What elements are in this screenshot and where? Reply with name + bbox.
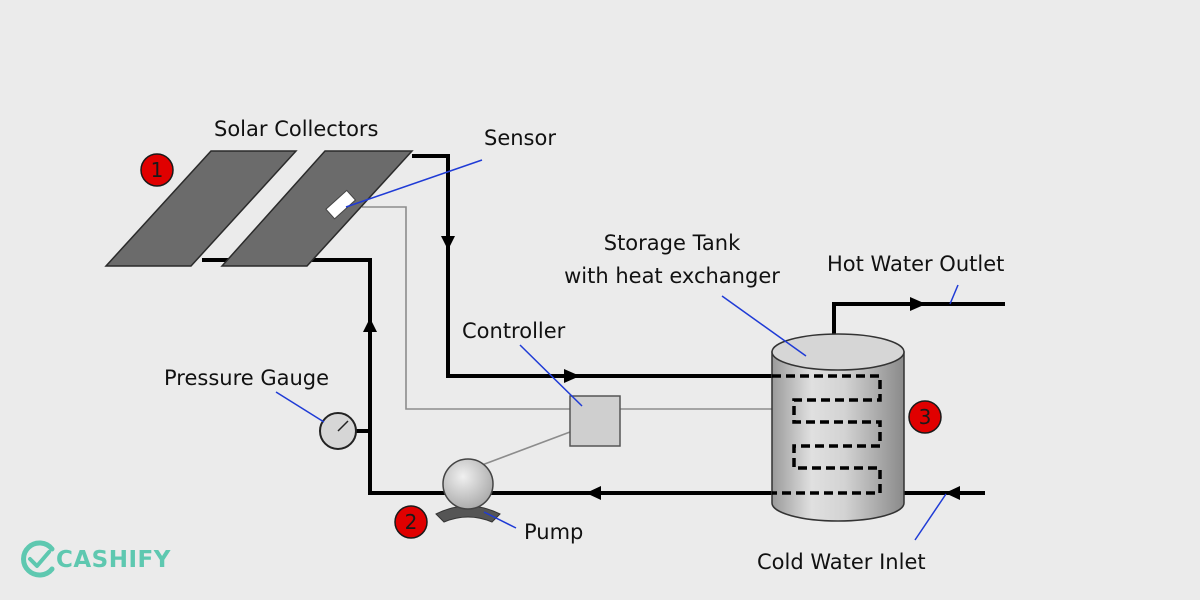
sensor-leader bbox=[345, 159, 483, 208]
pump-leader bbox=[483, 511, 517, 529]
storage-tank bbox=[771, 333, 905, 522]
arrow-left-return bbox=[586, 486, 601, 500]
pump bbox=[435, 458, 501, 523]
controller-box bbox=[569, 395, 621, 447]
marker-3-label: 3 bbox=[919, 405, 932, 429]
arrow-right-outlet bbox=[910, 297, 926, 311]
hot-water-outlet-label: Hot Water Outlet bbox=[827, 252, 1004, 276]
tank-leader bbox=[721, 295, 807, 357]
solar-panel-2 bbox=[220, 150, 414, 267]
gauge-needle bbox=[337, 420, 349, 432]
sensor-element bbox=[325, 189, 357, 220]
pump-control-wire bbox=[481, 431, 571, 466]
marker-3: 3 bbox=[908, 400, 942, 434]
cashify-check-icon bbox=[21, 540, 55, 578]
solar-collectors-label: Solar Collectors bbox=[214, 117, 379, 141]
tank-top bbox=[771, 333, 905, 371]
solar-collectors bbox=[104, 150, 414, 267]
pump-body bbox=[442, 458, 494, 510]
pump-label: Pump bbox=[524, 520, 583, 544]
arrow-right-supply bbox=[564, 369, 580, 383]
control-wires bbox=[362, 206, 772, 466]
leader-lines bbox=[275, 159, 959, 541]
marker-1: 1 bbox=[140, 153, 174, 187]
arrow-down bbox=[441, 236, 455, 250]
hot-supply-pipe bbox=[412, 154, 772, 378]
storage-tank-label-line2: with heat exchanger bbox=[564, 264, 780, 288]
marker-2: 2 bbox=[394, 505, 428, 539]
cold-water-inlet-label: Cold Water Inlet bbox=[757, 550, 926, 574]
pressure-gauge bbox=[319, 412, 357, 450]
marker-2-label: 2 bbox=[405, 510, 418, 534]
heat-exchanger-coil bbox=[772, 374, 882, 495]
pressure-gauge-leader bbox=[275, 391, 325, 423]
hot-outlet-leader bbox=[949, 284, 959, 305]
arrow-left-inlet bbox=[945, 486, 960, 500]
storage-tank-label-line1: Storage Tank bbox=[604, 231, 741, 255]
cold-inlet-leader bbox=[914, 493, 947, 541]
cashify-logo: CASHIFY bbox=[21, 540, 171, 578]
tank-body bbox=[771, 351, 905, 522]
sensor-label: Sensor bbox=[484, 126, 556, 150]
flow-arrows bbox=[363, 236, 960, 500]
solar-panel-1 bbox=[104, 150, 298, 267]
marker-1-label: 1 bbox=[151, 158, 164, 182]
controller-leader bbox=[519, 344, 583, 407]
controller-label: Controller bbox=[462, 319, 566, 343]
pressure-gauge-label: Pressure Gauge bbox=[164, 366, 329, 390]
cashify-wordmark: CASHIFY bbox=[56, 547, 171, 573]
sensor-wire bbox=[362, 206, 570, 410]
arrow-up-return bbox=[363, 318, 377, 332]
